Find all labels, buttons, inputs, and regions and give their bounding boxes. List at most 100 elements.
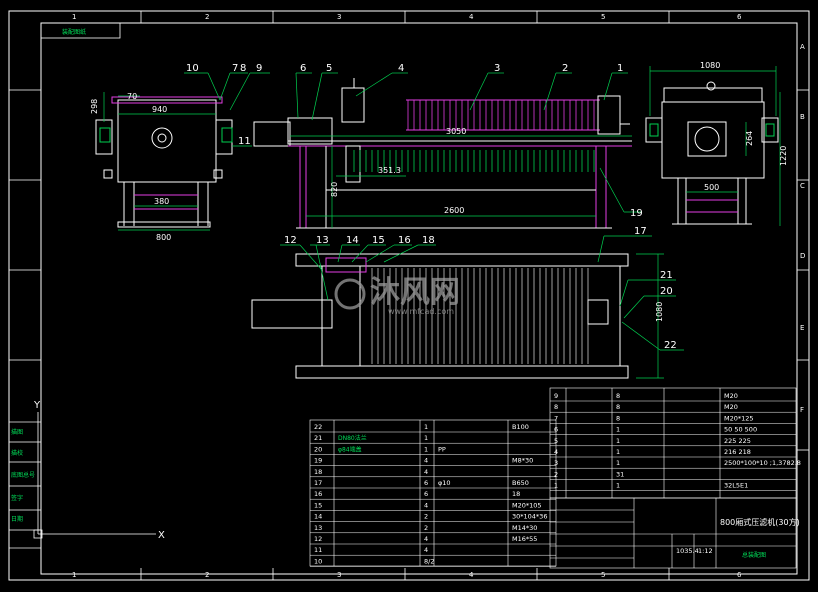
parts-list-row-cell: 6 <box>424 479 428 487</box>
plan-view-dims <box>280 235 684 379</box>
callout-15: 15 <box>372 235 385 246</box>
dim-side-70: 70 <box>127 92 137 101</box>
parts-list-row-cell: 22 <box>314 423 322 431</box>
parts-list-upper-row-cell: 9 <box>554 392 558 400</box>
grid-col-5-top: 5 <box>601 13 605 21</box>
parts-list-row-cell: 12 <box>314 535 322 543</box>
grid-col-2-top: 2 <box>205 13 209 21</box>
grid-col-6-top: 6 <box>737 13 742 21</box>
parts-list-upper-row-cell: 8 <box>554 403 558 411</box>
parts-list-row-cell: φ10 <box>438 479 451 487</box>
parts-list-row-cell: 19 <box>314 457 322 465</box>
grid-col-5-bottom: 5 <box>601 571 605 579</box>
parts-list-row-cell: 6 <box>424 490 428 498</box>
grid-labels: 1 2 3 4 5 6 1 2 3 4 5 6 A B C D E F <box>72 13 805 579</box>
parts-list-row-cell: 4 <box>424 535 428 543</box>
parts-list-row-cell: PP <box>438 445 446 453</box>
parts-list-upper-row-cell: 4 <box>554 448 558 456</box>
side-view <box>95 96 233 228</box>
parts-list-upper-grid <box>549 387 797 499</box>
parts-list-upper-row-cell: 8 <box>616 414 620 422</box>
grid-col-4-top: 4 <box>469 13 474 21</box>
outer-border <box>8 10 810 581</box>
callout-10: 10 <box>186 63 199 74</box>
callout-18: 18 <box>422 235 435 246</box>
parts-list-upper-row-cell: M20*125 <box>724 414 754 422</box>
callout-7: 7 <box>232 63 238 74</box>
parts-list-upper-row-cell: 1 <box>616 482 620 490</box>
left-strip-table <box>8 421 42 549</box>
parts-list-row-cell: 1 <box>424 445 428 453</box>
parts-list-row-cell: φ84端盖 <box>338 445 362 453</box>
parts-list-row-cell: 1 <box>424 434 428 442</box>
parts-list-row-cell: DN80法兰 <box>338 434 367 442</box>
parts-list-upper-row-cell: 6 <box>554 426 558 434</box>
parts-list-row-cell: 13 <box>314 524 322 532</box>
callout-3: 3 <box>494 63 500 74</box>
callout-6: 6 <box>300 63 306 74</box>
parts-list-upper-row-cell: 31 <box>616 470 624 478</box>
watermark-text: 沐风网 <box>370 275 460 310</box>
dim-front-2600: 2600 <box>444 206 464 215</box>
parts-list-upper-row-cell: 3 <box>554 459 558 467</box>
grid-col-1-bottom: 1 <box>72 571 76 579</box>
parts-list-row-cell: M14*30 <box>512 524 537 532</box>
parts-list-row-cell: M8*30 <box>512 457 533 465</box>
parts-list-row-cell: 15 <box>314 501 322 509</box>
parts-list-upper-row-cell: 1 <box>616 426 620 434</box>
parts-list-row-cell: 18 <box>512 490 520 498</box>
parts-list-row-cell: B100 <box>512 423 529 431</box>
sheet-number: 1035.4 <box>676 547 699 555</box>
callout-22: 22 <box>664 340 677 351</box>
parts-list-upper-row-cell: 1 <box>616 459 620 467</box>
watermark: 沐风网 www.mfcad.com <box>334 275 460 316</box>
dim-end-264: 264 <box>745 131 754 146</box>
left-strip-0: 描图 <box>11 428 23 436</box>
callout-21: 21 <box>660 270 673 281</box>
plan-plate-pack <box>371 268 589 364</box>
callout-19: 19 <box>630 208 643 219</box>
grid-row-b: B <box>800 113 805 121</box>
drawing-title: 800厢式压滤机(30方) <box>720 517 800 527</box>
parts-list-upper-row-cell: 1 <box>616 448 620 456</box>
callout-1: 1 <box>617 63 623 74</box>
parts-list-row-cell: 14 <box>314 513 322 521</box>
part-number-callouts: 10 7 8 9 11 6 5 4 3 2 1 19 12 13 14 15 1… <box>186 63 677 351</box>
parts-list-row-cell: 8/2 <box>424 557 434 565</box>
axis-x-label: X <box>158 530 165 541</box>
grid-ticks <box>9 11 809 580</box>
grid-col-6-bottom: 6 <box>737 571 742 579</box>
grid-row-e: E <box>800 324 804 332</box>
dim-front-820: 820 <box>330 182 339 197</box>
dim-end-500: 500 <box>704 183 719 192</box>
left-strip-3: 签字 <box>11 494 23 502</box>
end-view <box>645 81 779 225</box>
parts-list-row-cell: 30*104*36 <box>512 513 547 521</box>
front-view <box>253 78 632 229</box>
parts-list-upper-row-cell: 2 <box>554 470 558 478</box>
parts-list-upper-row-cell: 1 <box>616 437 620 445</box>
parts-list-row-cell: 16 <box>314 490 322 498</box>
corner-label: 装配图纸 <box>62 28 86 36</box>
end-view-dims <box>649 66 781 226</box>
dim-side-800: 800 <box>156 233 171 242</box>
callout-12: 12 <box>284 235 297 246</box>
parts-list-row-cell: 4 <box>424 468 428 476</box>
callout-8: 8 <box>240 63 246 74</box>
dim-front-3050: 3050 <box>446 127 466 136</box>
callout-5: 5 <box>326 63 332 74</box>
front-view-dims <box>290 72 642 228</box>
parts-list-row-cell: 11 <box>314 546 322 554</box>
watermark-url: www.mfcad.com <box>388 307 454 316</box>
parts-list-upper-row-cell: 8 <box>616 403 620 411</box>
parts-list-row-cell: 10 <box>314 557 322 565</box>
parts-list-upper-row-cell: M20 <box>724 392 738 400</box>
callout-16: 16 <box>398 235 411 246</box>
dim-side-380: 380 <box>154 197 169 206</box>
scale-value: 1:12 <box>698 547 713 555</box>
callout-11: 11 <box>238 136 251 147</box>
parts-list-row-cell: 1 <box>424 423 428 431</box>
dim-end-1080: 1080 <box>700 61 720 70</box>
